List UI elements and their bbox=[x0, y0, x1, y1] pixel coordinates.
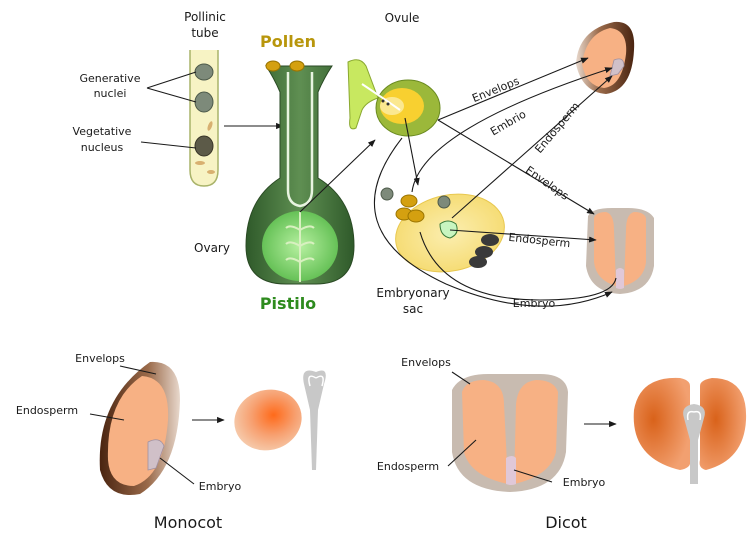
monocot-caption: Monocot bbox=[154, 513, 222, 532]
pistilo-title: Pistilo bbox=[260, 294, 316, 313]
vegetative-nucleus-label-2: nucleus bbox=[81, 141, 124, 154]
envelops-mid-label: Envelops bbox=[523, 164, 571, 203]
vegetative-nucleus-label-1: Vegetative bbox=[73, 125, 132, 138]
ovule-label: Ovule bbox=[385, 11, 420, 25]
ovary-label: Ovary bbox=[194, 241, 230, 255]
dicot-caption: Dicot bbox=[545, 513, 587, 532]
monocot-envelops-label: Envelops bbox=[75, 352, 125, 365]
embryo-mid-label: Embryo bbox=[513, 297, 556, 310]
monocot-embryo-label: Embryo bbox=[199, 480, 242, 493]
pollinic-tube-label-2: tube bbox=[191, 26, 218, 40]
pistil bbox=[246, 61, 354, 284]
monocot-endosperm-label: Endosperm bbox=[16, 404, 78, 417]
dicot-endosperm-label: Endosperm bbox=[377, 460, 439, 473]
dicot-seed-large bbox=[452, 374, 568, 492]
pollen-title: Pollen bbox=[260, 32, 316, 51]
endosperm-top-label: Endosperm bbox=[532, 100, 582, 156]
dicot-envelops-label: Envelops bbox=[401, 356, 451, 369]
ovule bbox=[348, 60, 440, 136]
envelops-top-label: Envelops bbox=[470, 74, 521, 105]
monocot-cotyledon bbox=[226, 381, 309, 459]
monocot-seed-small bbox=[576, 22, 634, 94]
generative-nuclei-label-1: Generative bbox=[80, 72, 141, 85]
dicot-embryo-label: Embryo bbox=[563, 476, 606, 489]
monocot-seed-large bbox=[100, 362, 180, 495]
monocot-seedling bbox=[303, 371, 326, 471]
embrio-label: Embrio bbox=[488, 107, 528, 138]
generative-nuclei-label-2: nuclei bbox=[94, 87, 127, 100]
embryonary-sac-label-2: sac bbox=[403, 302, 423, 316]
pollinic-tube-label-1: Pollinic bbox=[184, 10, 226, 24]
dicot-cotyledons bbox=[634, 378, 746, 484]
endosperm-mid-label: Endosperm bbox=[508, 231, 571, 250]
dicot-seed-small bbox=[586, 208, 654, 294]
embryonary-sac-label-1: Embryonary bbox=[376, 286, 449, 300]
pollen-tube bbox=[190, 50, 218, 186]
